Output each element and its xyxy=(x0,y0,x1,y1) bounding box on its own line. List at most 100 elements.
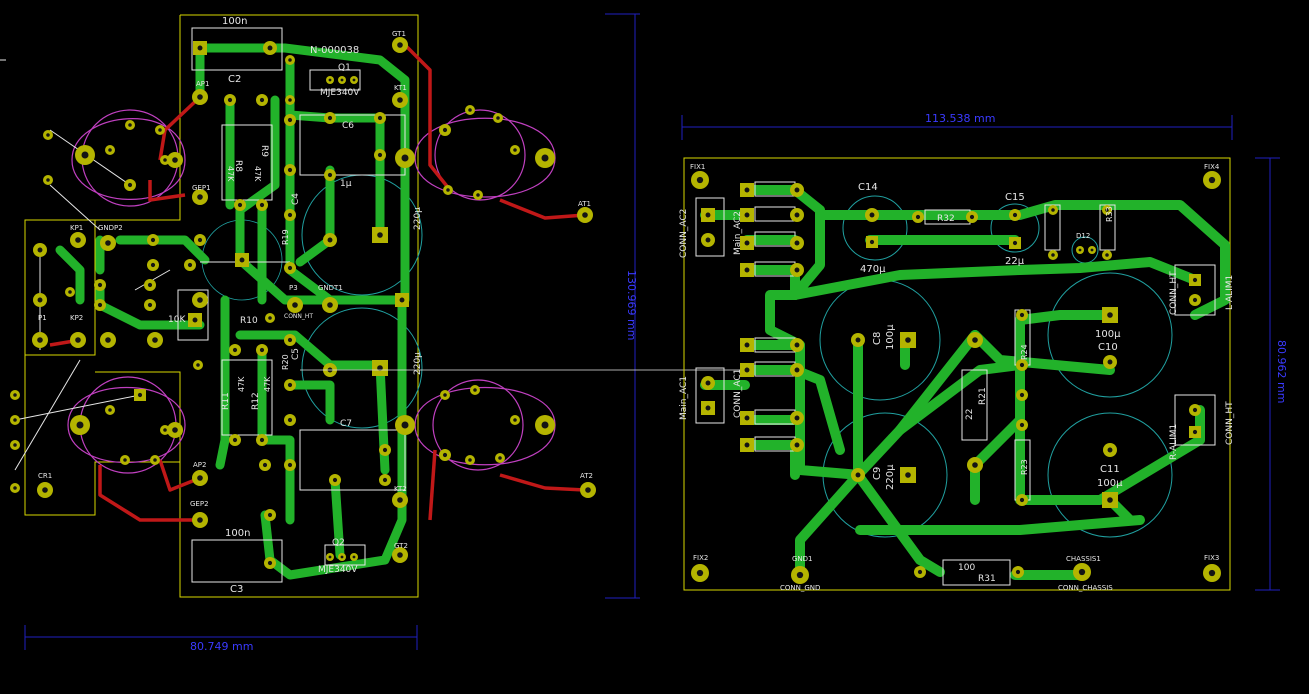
pad-r34-a-hole xyxy=(1051,208,1055,212)
pad-d5-a-hole xyxy=(744,342,750,348)
right-height-dimension: 80.962 mm xyxy=(1275,340,1288,403)
left-silk-boxes xyxy=(177,27,406,583)
pad-v4-2-hole xyxy=(468,458,472,462)
left-dimension-vertical xyxy=(605,13,640,599)
pad-v1-1-hole xyxy=(127,182,133,188)
pad-r11-a-hole xyxy=(288,58,292,62)
pad-d5-b-hole xyxy=(794,342,800,348)
pad-r23-b-hole xyxy=(1019,497,1025,503)
pad-d6-a-hole xyxy=(744,367,750,373)
pad-q2-3-hole xyxy=(352,555,356,559)
pad-v3-a-hole xyxy=(401,154,409,162)
pad-r8-1-hole xyxy=(227,97,233,103)
main-ac1-label: Main_AC1 xyxy=(679,376,689,420)
pad-r31-b-hole xyxy=(1015,569,1021,575)
pad-p3-hole xyxy=(292,302,298,308)
pad-conn-ac1-b-hole xyxy=(705,405,711,411)
pad-c1-b-hole xyxy=(187,262,193,268)
pad-c8b-hole xyxy=(972,337,978,343)
p1-label: P1 xyxy=(38,314,47,322)
pad-valve-center-hole xyxy=(239,257,245,263)
pad-r22-a-hole xyxy=(97,302,103,308)
pad-r15-hole xyxy=(287,117,293,123)
right-dimension-vertical xyxy=(1255,157,1280,591)
left-pads xyxy=(10,37,596,569)
pad-v3-1-hole xyxy=(442,127,448,133)
pad-c7-1-hole xyxy=(332,477,338,483)
pad-v4-6-hole xyxy=(443,393,447,397)
p3-label: P3 xyxy=(289,284,298,292)
left-dimension-horizontal xyxy=(24,625,418,650)
d12-label: D12 xyxy=(1076,232,1090,240)
pad-at2-hole xyxy=(585,487,591,493)
q1-label: Q1 xyxy=(338,63,351,73)
pad-fix2-hole xyxy=(696,569,704,577)
pad-cr1-hole xyxy=(42,487,48,493)
fix2-label: FIX2 xyxy=(693,554,708,562)
pad-gep1-hole xyxy=(197,194,203,200)
r24-label: R24 xyxy=(1020,344,1029,360)
pad-r10-a-hole xyxy=(197,297,203,303)
pad-c6-3-hole xyxy=(377,152,383,158)
fix3-label: FIX3 xyxy=(1204,554,1219,562)
c15-label: C15 xyxy=(1005,192,1025,203)
pad-r31-a-hole xyxy=(917,569,923,575)
valve-socket-top-right xyxy=(414,109,556,201)
gt1-label: GT1 xyxy=(392,30,406,38)
r8-label: R8 xyxy=(233,160,243,172)
pad-c15-a-hole xyxy=(1012,212,1018,218)
kt2-label: KT2 xyxy=(394,485,407,493)
r10-label: R10 xyxy=(240,316,258,326)
conn-chassis-label: CONN_CHASSIS xyxy=(1058,584,1113,592)
r20-label: R20 xyxy=(281,354,290,370)
pad-q1-2-hole xyxy=(340,78,344,82)
pad-c6-4-hole xyxy=(327,172,333,178)
gnd1-label: GND1 xyxy=(792,555,813,563)
fix1-label: FIX1 xyxy=(690,163,705,171)
c15-value: 22µ xyxy=(1005,256,1025,267)
pad-v3-2-hole xyxy=(468,108,472,112)
pad-d7-a-hole xyxy=(744,415,750,421)
pad-v2-5-hole xyxy=(163,428,167,432)
gndt1-label: GNDT1 xyxy=(318,284,343,292)
r33-label: R33 xyxy=(1105,206,1114,222)
fix4-label: FIX4 xyxy=(1204,163,1220,171)
pad-v1-b-hole xyxy=(172,157,178,163)
left-labels: 100n C2 N-000038 Q1 MJE340V C6 1µ R8 R9 … xyxy=(38,16,593,595)
pad-d1-a-hole xyxy=(744,187,750,193)
pad-c5-plus-hole xyxy=(377,365,383,371)
pad-d3-b-hole xyxy=(794,240,800,246)
pad-r19-a-hole xyxy=(287,212,293,218)
pad-conn-ac2-b-hole xyxy=(705,237,711,243)
gep1-label: GEP1 xyxy=(192,184,211,192)
pad-r11-b2-hole xyxy=(232,437,238,443)
pad-gndp1-hole xyxy=(105,337,111,343)
pad-d4-b-hole xyxy=(794,267,800,273)
right-width-dimension: 113.538 mm xyxy=(925,112,995,125)
c2-label: C2 xyxy=(228,74,241,85)
pad-chassis1-hole xyxy=(1078,568,1086,576)
pad-r12-b2-hole xyxy=(259,437,265,443)
pad-v1-5-hole xyxy=(163,158,167,162)
pad-kp2-hole xyxy=(75,337,81,343)
pad-v4-b-hole xyxy=(541,421,549,429)
pad-v2-b-hole xyxy=(172,427,178,433)
pad-r8-2-hole xyxy=(237,202,243,208)
pad-c14-a-hole xyxy=(869,212,875,218)
right-pads xyxy=(691,171,1221,584)
pad-d2-b-hole xyxy=(794,212,800,218)
pad-ap2-hole xyxy=(197,475,203,481)
pad-c2-1-hole xyxy=(197,45,203,51)
chassis1-label: CHASSIS1 xyxy=(1066,555,1101,563)
pad-c6-1-hole xyxy=(327,115,333,121)
pad-v2-a-hole xyxy=(76,421,84,429)
pad-d4-a-hole xyxy=(744,267,750,273)
r23-label: R23 xyxy=(1020,459,1029,475)
conn-ac2-label: CONN_AC2 xyxy=(679,209,689,258)
pad-r21-b-hole xyxy=(972,462,978,468)
r31-label: R31 xyxy=(978,574,996,584)
pad-d2-a-hole xyxy=(744,212,750,218)
pad-c9-plus-hole xyxy=(905,472,911,478)
c6-label: C6 xyxy=(342,121,354,131)
